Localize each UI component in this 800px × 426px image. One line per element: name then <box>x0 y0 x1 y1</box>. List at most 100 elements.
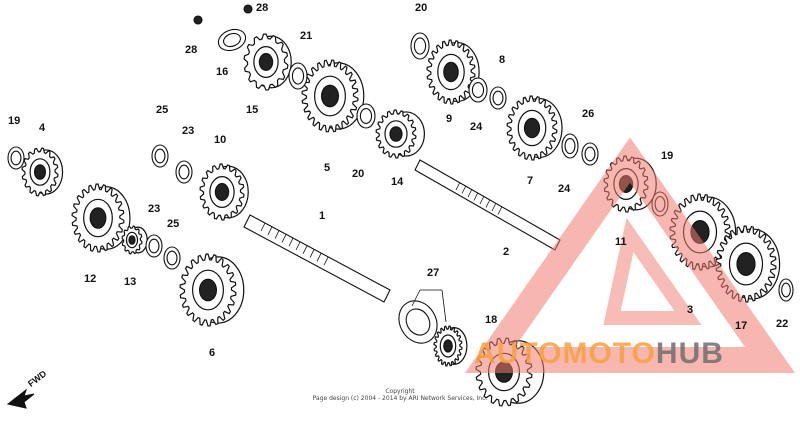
spline-1-4 <box>288 238 294 247</box>
spline-2-4 <box>479 195 485 205</box>
spline-1-8 <box>316 253 322 262</box>
gear-17-web <box>728 242 764 286</box>
circlip-23b-outer <box>145 234 163 258</box>
callout-8: 8 <box>499 54 506 66</box>
mainshaft-1 <box>243 214 391 303</box>
washer-19b <box>7 146 25 170</box>
circlip-24a-inner <box>471 82 485 98</box>
needle-bearing-27-web <box>439 334 457 358</box>
gear-7-bore <box>523 117 541 139</box>
circlip-24a-outer <box>468 77 488 103</box>
gear-5-web <box>314 75 347 117</box>
copyright-text: Page design (c) 2004 - 2014 by ARI Netwo… <box>312 395 488 402</box>
callout-6: 6 <box>209 347 216 359</box>
washer-26-inner <box>584 146 596 162</box>
washer-26 <box>581 142 599 166</box>
bolt-28b <box>193 15 203 25</box>
spline-1-0 <box>260 222 266 232</box>
gear-10 <box>199 163 249 221</box>
callout-9: 9 <box>446 113 453 125</box>
washer-22 <box>778 278 794 302</box>
gear-9-bore <box>443 61 459 83</box>
gear-6-bore <box>199 278 218 302</box>
needle-bearing-27-bore <box>443 339 453 353</box>
sprocket-15 <box>243 33 292 91</box>
callout-12: 12 <box>84 273 97 285</box>
washer-21-inner <box>291 67 305 85</box>
circlip-24a <box>468 77 488 103</box>
spline-1-5 <box>295 241 301 251</box>
callout-2: 2 <box>503 246 510 258</box>
washer-20b-inner <box>359 108 373 124</box>
washer-25b-outer <box>163 246 181 270</box>
gear-17-bore <box>736 252 756 277</box>
callout-16: 16 <box>216 66 229 78</box>
washer-26-outer <box>581 142 599 166</box>
circlip-23b-inner <box>148 238 160 254</box>
callout-3: 3 <box>687 304 694 316</box>
gear-14-bore <box>389 126 403 142</box>
watermark-triangle-inner <box>603 217 702 325</box>
spline-1-1 <box>267 226 273 235</box>
callout-13: 13 <box>124 276 137 288</box>
watermark-word-hub: HUB <box>655 337 724 370</box>
callout-25a: 25 <box>156 104 169 116</box>
callout-28a: 28 <box>256 2 269 14</box>
plate-16-outer <box>217 28 247 52</box>
thrust-washer-27-outer <box>398 300 438 344</box>
washer-25b <box>163 246 181 270</box>
watermark-triangle-outer <box>465 137 795 373</box>
gear-12 <box>71 183 131 253</box>
plate-16-inner <box>223 32 241 48</box>
washer-22-inner <box>781 282 791 298</box>
washer-20a-inner <box>413 37 427 55</box>
spline-1-7 <box>309 249 315 258</box>
washer-25a-outer <box>151 144 169 168</box>
washer-20b-outer <box>356 103 376 129</box>
spline-2-2 <box>467 188 473 198</box>
washer-21-outer <box>288 62 308 90</box>
gear-7-web <box>517 109 547 147</box>
sprocket-15-bore <box>258 52 274 71</box>
circlip-23a-inner <box>178 164 190 180</box>
callout-4: 4 <box>39 122 46 134</box>
callout-18: 18 <box>485 314 498 326</box>
gear-6 <box>179 253 245 327</box>
spline-2-1 <box>461 185 467 194</box>
callout-17: 17 <box>735 320 748 332</box>
thrust-washer-27-inner <box>405 308 431 336</box>
callout-28b: 28 <box>185 44 198 56</box>
washer-8-inner <box>492 90 504 106</box>
callout-7: 7 <box>527 175 534 187</box>
circlip-24b-outer <box>561 133 579 159</box>
spline-2-0 <box>455 181 461 191</box>
gear-4-bore <box>33 164 46 180</box>
washer-25a-inner <box>154 148 166 164</box>
plate-16 <box>217 28 247 52</box>
gear-10-web <box>209 176 235 209</box>
callout-11: 11 <box>615 236 627 248</box>
washer-20a <box>410 32 430 60</box>
callout-20a: 20 <box>415 2 428 14</box>
callout-19b: 19 <box>8 115 21 127</box>
callout-5: 5 <box>324 162 331 174</box>
bolt-28a <box>243 4 253 14</box>
bearing-13-web <box>125 231 139 249</box>
callout-1: 1 <box>319 210 326 222</box>
bearing-13 <box>121 225 148 255</box>
leader-27a <box>411 289 421 307</box>
callout-15: 15 <box>246 104 259 116</box>
spline-1-2 <box>274 230 280 239</box>
circlip-23a <box>175 160 193 184</box>
thrust-washer-27 <box>398 300 438 344</box>
washer-25b-inner <box>166 250 178 266</box>
gear-14-web <box>384 120 408 148</box>
callout-25b: 25 <box>167 218 180 230</box>
gear-4 <box>21 147 64 197</box>
watermark-triangle-logo <box>465 137 795 373</box>
washer-25a <box>151 144 169 168</box>
callout-20b: 20 <box>352 168 365 180</box>
washer-20b <box>356 103 376 129</box>
